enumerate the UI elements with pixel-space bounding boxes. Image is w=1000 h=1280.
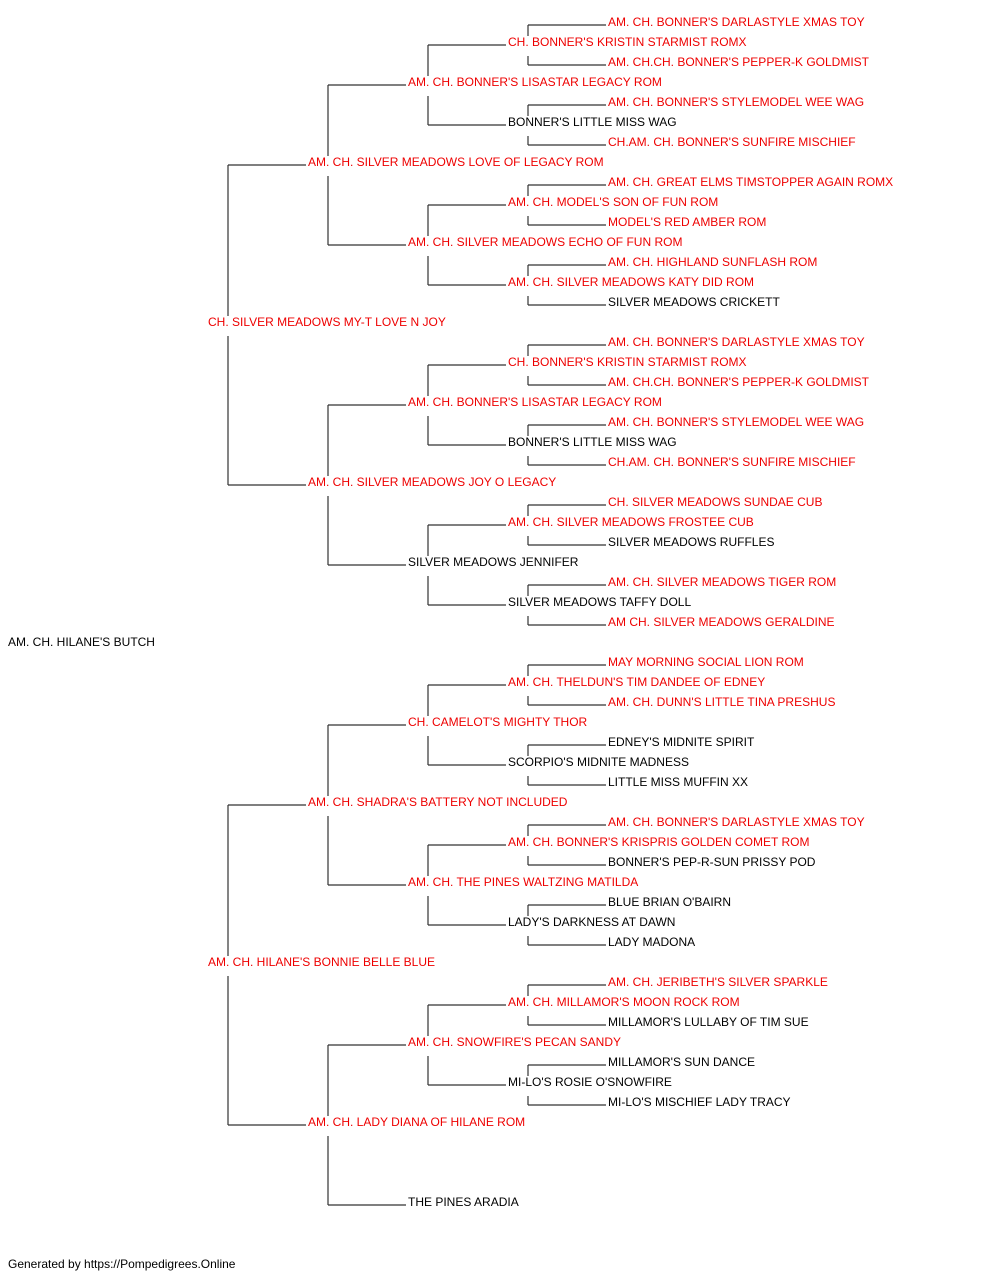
ancestor-name: CH.AM. CH. BONNER'S SUNFIRE MISCHIEF xyxy=(608,135,856,149)
ancestor-name: AM. CH. HILANE'S BONNIE BELLE BLUE xyxy=(208,955,436,969)
ancestor-name: AM. CH. GREAT ELMS TIMSTOPPER AGAIN ROMX xyxy=(608,175,894,189)
ancestor-name: AM. CH. BONNER'S DARLASTYLE XMAS TOY xyxy=(608,815,865,829)
subject-dog-name: AM. CH. HILANE'S BUTCH xyxy=(8,635,155,649)
ancestor-name: AM. CH. BONNER'S KRISPRIS GOLDEN COMET R… xyxy=(508,835,810,849)
ancestor-name: AM. CH. SILVER MEADOWS LOVE OF LEGACY RO… xyxy=(308,155,604,169)
ancestor-name: BONNER'S LITTLE MISS WAG xyxy=(508,435,677,449)
ancestor-name: SILVER MEADOWS RUFFLES xyxy=(608,535,775,549)
ancestor-name: AM. CH. SHADRA'S BATTERY NOT INCLUDED xyxy=(308,795,568,809)
ancestor-name: THE PINES ARADIA xyxy=(408,1195,519,1209)
ancestor-name: MILLAMOR'S SUN DANCE xyxy=(608,1055,755,1069)
ancestor-name: SCORPIO'S MIDNITE MADNESS xyxy=(508,755,689,769)
ancestor-name: MODEL'S RED AMBER ROM xyxy=(608,215,767,229)
ancestor-name: AM. CH. LADY DIANA OF HILANE ROM xyxy=(308,1115,526,1129)
ancestor-name: CH.AM. CH. BONNER'S SUNFIRE MISCHIEF xyxy=(608,455,856,469)
ancestor-name: AM. CH. HIGHLAND SUNFLASH ROM xyxy=(608,255,818,269)
ancestor-name: AM. CH. JERIBETH'S SILVER SPARKLE xyxy=(608,975,828,989)
generated-by-footer: Generated by https://Pompedigrees.Online xyxy=(8,1257,236,1271)
ancestor-name: MI-LO'S ROSIE O'SNOWFIRE xyxy=(508,1075,672,1089)
ancestor-name: AM. CH. SILVER MEADOWS TIGER ROM xyxy=(608,575,837,589)
ancestor-name: SILVER MEADOWS JENNIFER xyxy=(408,555,579,569)
ancestor-name: AM. CH. SNOWFIRE'S PECAN SANDY xyxy=(408,1035,621,1049)
ancestor-name: AM. CH. SILVER MEADOWS JOY O LEGACY xyxy=(308,475,557,489)
ancestor-name: CH. BONNER'S KRISTIN STARMIST ROMX xyxy=(508,35,747,49)
ancestor-name: SILVER MEADOWS TAFFY DOLL xyxy=(508,595,692,609)
ancestor-name: AM. CH. MODEL'S SON OF FUN ROM xyxy=(508,195,719,209)
ancestor-name: AM. CH. THELDUN'S TIM DANDEE OF EDNEY xyxy=(508,675,766,689)
ancestor-name: AM. CH.CH. BONNER'S PEPPER-K GOLDMIST xyxy=(608,55,869,69)
ancestor-name: BONNER'S LITTLE MISS WAG xyxy=(508,115,677,129)
ancestor-name: BONNER'S PEP-R-SUN PRISSY POD xyxy=(608,855,816,869)
ancestor-name: AM. CH. DUNN'S LITTLE TINA PRESHUS xyxy=(608,695,836,709)
ancestor-name: LADY'S DARKNESS AT DAWN xyxy=(508,915,676,929)
ancestor-name: CH. SILVER MEADOWS SUNDAE CUB xyxy=(608,495,823,509)
ancestor-name: AM. CH. BONNER'S LISASTAR LEGACY ROM xyxy=(408,395,662,409)
ancestor-name: EDNEY'S MIDNITE SPIRIT xyxy=(608,735,755,749)
ancestor-name: AM. CH. MILLAMOR'S MOON ROCK ROM xyxy=(508,995,740,1009)
ancestor-name: AM. CH. THE PINES WALTZING MATILDA xyxy=(408,875,639,889)
ancestor-name: MI-LO'S MISCHIEF LADY TRACY xyxy=(608,1095,791,1109)
ancestor-name: SILVER MEADOWS CRICKETT xyxy=(608,295,780,309)
ancestor-name: AM. CH. SILVER MEADOWS ECHO OF FUN ROM xyxy=(408,235,683,249)
ancestor-name: BLUE BRIAN O'BAIRN xyxy=(608,895,731,909)
ancestor-name: MAY MORNING SOCIAL LION ROM xyxy=(608,655,804,669)
ancestor-name: AM. CH. BONNER'S LISASTAR LEGACY ROM xyxy=(408,75,662,89)
ancestor-name: MILLAMOR'S LULLABY OF TIM SUE xyxy=(608,1015,809,1029)
ancestor-name: AM. CH. BONNER'S STYLEMODEL WEE WAG xyxy=(608,95,865,109)
ancestor-name: AM. CH. SILVER MEADOWS KATY DID ROM xyxy=(508,275,755,289)
ancestor-name: AM. CH. BONNER'S DARLASTYLE XMAS TOY xyxy=(608,335,865,349)
ancestor-name: AM. CH.CH. BONNER'S PEPPER-K GOLDMIST xyxy=(608,375,869,389)
ancestor-name: LADY MADONA xyxy=(608,935,696,949)
ancestor-name: CH. SILVER MEADOWS MY-T LOVE N JOY xyxy=(208,315,446,329)
ancestor-name: AM. CH. SILVER MEADOWS FROSTEE CUB xyxy=(508,515,754,529)
ancestor-name: CH. CAMELOT'S MIGHTY THOR xyxy=(408,715,588,729)
ancestor-name: AM CH. SILVER MEADOWS GERALDINE xyxy=(608,615,835,629)
ancestor-name: CH. BONNER'S KRISTIN STARMIST ROMX xyxy=(508,355,747,369)
ancestor-name: LITTLE MISS MUFFIN XX xyxy=(608,775,749,789)
ancestor-name: AM. CH. BONNER'S STYLEMODEL WEE WAG xyxy=(608,415,865,429)
ancestor-name: AM. CH. BONNER'S DARLASTYLE XMAS TOY xyxy=(608,15,865,29)
